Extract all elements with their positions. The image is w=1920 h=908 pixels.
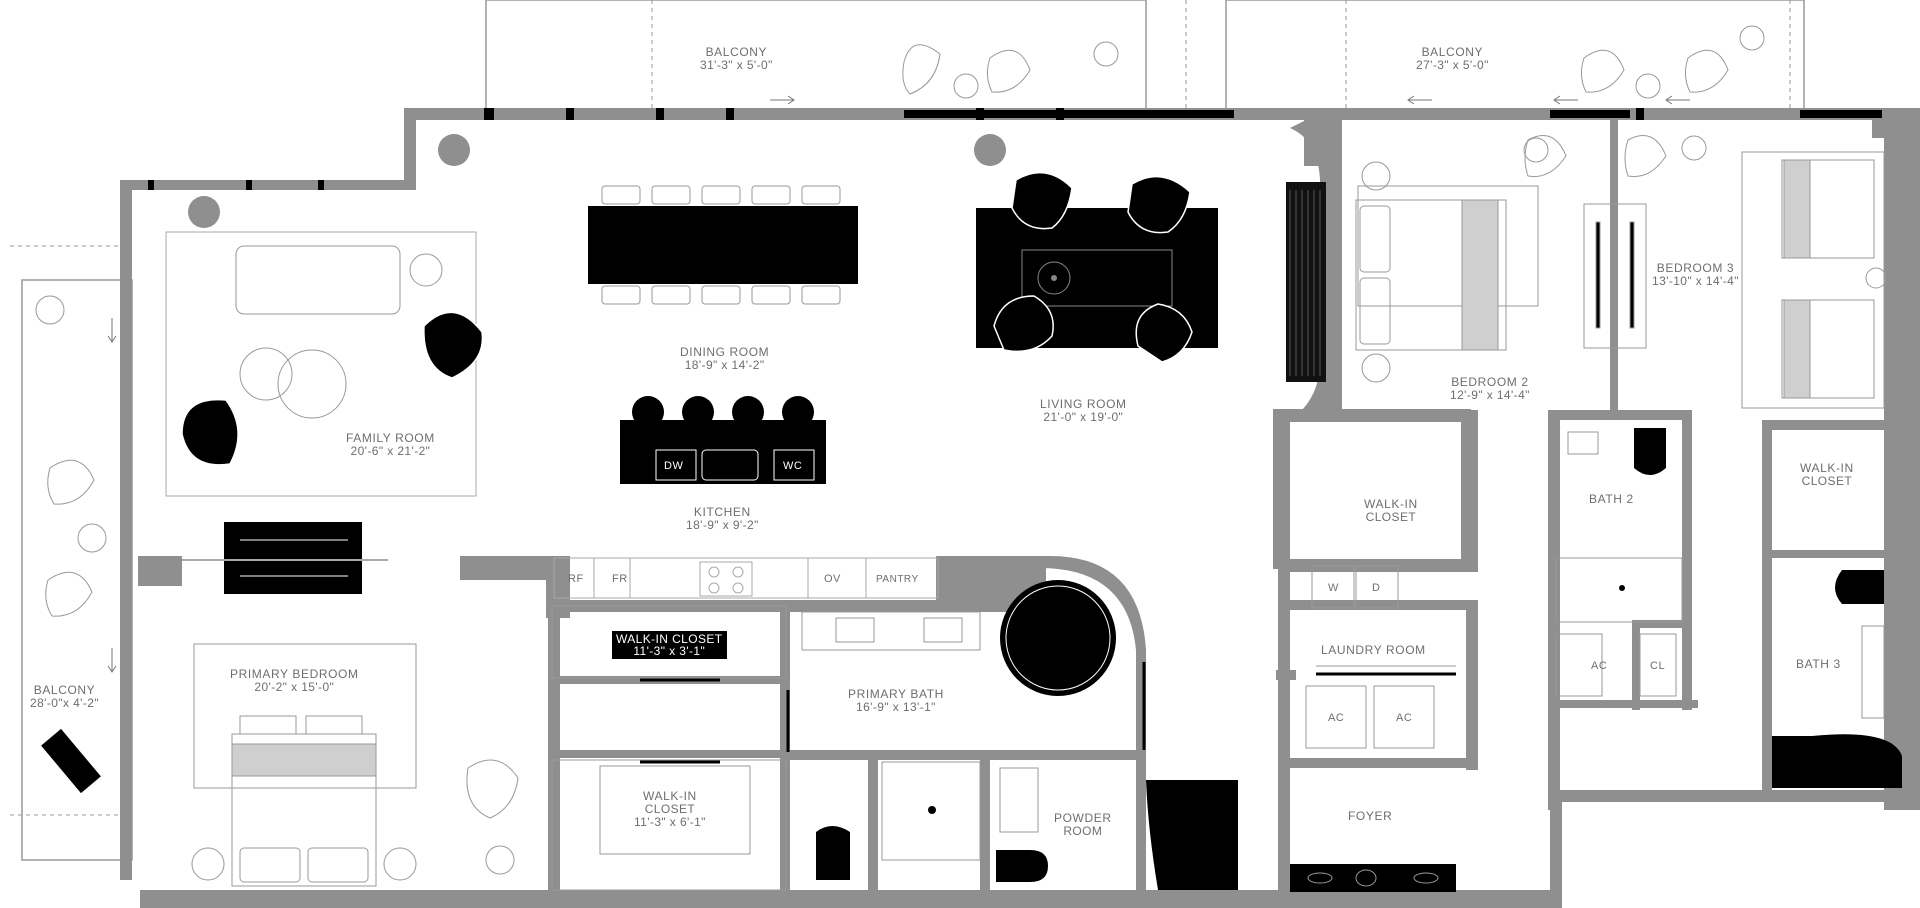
primary-bath-label: PRIMARY BATH 16'-9" x 13'-1" [848, 688, 944, 714]
refrigerator-label: RF [568, 573, 584, 585]
bath3-label: BATH 3 [1796, 658, 1841, 671]
bedroom2-furniture [1355, 161, 1647, 383]
room-name: LAUNDRY ROOM [1321, 643, 1426, 657]
dining-room-label: DINING ROOM 18'-9" x 14'-2" [680, 346, 769, 372]
room-name: PRIMARY BATH [848, 687, 944, 701]
washer-label: W [1328, 582, 1339, 594]
foyer-label: FOYER [1348, 810, 1392, 823]
kitchen-island [620, 396, 826, 484]
powder-room-label: POWDER ROOM [1054, 812, 1112, 838]
walkin-closet-center-label: WALK-IN CLOSET [1364, 498, 1418, 524]
room-name: BEDROOM 3 [1656, 261, 1735, 275]
balcony-top-right-label: BALCONY 27'-3" x 5'-0" [1416, 46, 1489, 72]
walkin-closet-center [1273, 409, 1471, 749]
dining-furniture [588, 185, 858, 305]
room-name: PRIMARY BEDROOM [230, 667, 359, 681]
balcony-top-left-label: BALCONY 31'-3" x 5'-0" [700, 46, 773, 72]
family-room-furniture [165, 231, 484, 594]
room-dim: 18'-9" x 9'-2" [686, 518, 759, 532]
room-name: POWDER [1054, 811, 1112, 825]
balcony-left-label: BALCONY 28'-0"x 4'-2" [30, 684, 99, 710]
laundry-room-label: LAUNDRY ROOM [1321, 644, 1426, 657]
room-name-line2: ROOM [1063, 824, 1103, 838]
room-name: BEDROOM 2 [1451, 375, 1529, 389]
room-name: WALK-IN CLOSET [616, 632, 723, 646]
room-name: BATH 2 [1589, 492, 1634, 506]
balcony-lounger [41, 728, 101, 794]
room-name: FOYER [1348, 809, 1393, 823]
powder-room-fixtures [996, 767, 1048, 882]
ac-label: AC [1591, 660, 1608, 672]
room-name: BALCONY [33, 683, 96, 697]
room-dim: 31'-3" x 5'-0" [700, 58, 773, 72]
room-name-line2: CLOSET [1801, 474, 1853, 488]
room-dim: 20'-2" x 15'-0" [254, 680, 335, 694]
foyer-furniture [1146, 780, 1456, 892]
primary-bedroom-label: PRIMARY BEDROOM 20'-2" x 15'-0" [230, 668, 359, 694]
door-arrows [107, 95, 1690, 673]
freezer-label: FR [612, 573, 628, 585]
dishwasher-label: DW [664, 460, 684, 472]
walkin-closet-right-label: WALK-IN CLOSET [1800, 462, 1854, 488]
living-room-furniture [188, 134, 1326, 382]
kitchen-label: KITCHEN 18'-9" x 9'-2" [686, 506, 759, 532]
bath3-fixtures [1772, 570, 1902, 788]
room-name: BATH 3 [1796, 657, 1841, 671]
wine-cooler-label: WC [783, 460, 803, 472]
room-name-line2: CLOSET [1365, 510, 1417, 524]
kitchen-counter [553, 557, 939, 599]
room-name: WALK-IN [643, 789, 697, 803]
bedroom3-furniture [1741, 151, 1887, 409]
bedroom2-label: BEDROOM 2 12'-9" x 14'-4" [1450, 376, 1530, 402]
room-dim: 12'-9" x 14'-4" [1450, 388, 1530, 402]
room-name: WALK-IN [1364, 497, 1418, 511]
room-dim: 11'-3" x 3'-1" [633, 644, 706, 658]
room-name: BALCONY [705, 45, 768, 59]
room-dim: 27'-3" x 5'-0" [1416, 58, 1489, 72]
primary-closets [551, 605, 790, 891]
oven-label: OV [824, 573, 841, 585]
primary-bedroom-furniture [191, 643, 519, 887]
window-bars [148, 108, 1882, 190]
dryer-label: D [1372, 582, 1381, 594]
room-dim: 16'-9" x 13'-1" [856, 700, 936, 714]
room-name-line2: CLOSET [644, 802, 696, 816]
ac-label: AC [1396, 712, 1413, 724]
room-name: BALCONY [1421, 45, 1484, 59]
curved-wall-living [1290, 120, 1342, 420]
room-dim: 20'-6" x 21'-2" [350, 444, 431, 458]
balcony-outlines [10, 0, 1805, 861]
room-dim: 18'-9" x 14'-2" [684, 358, 765, 372]
primary-bath-fixtures [801, 580, 1146, 880]
pantry-label: PANTRY [876, 574, 919, 585]
room-dim: 13'-10" x 14'-4" [1652, 274, 1739, 288]
family-room-label: FAMILY ROOM 20'-6" x 21'-2" [346, 432, 435, 458]
bedroom3-label: BEDROOM 3 13'-10" x 14'-4" [1652, 262, 1739, 288]
room-name: KITCHEN [693, 505, 751, 519]
room-dim: 11'-3" x 6'-1" [634, 815, 706, 829]
ac-label: AC [1328, 712, 1345, 724]
room-name: WALK-IN [1800, 461, 1854, 475]
room-dim: 21'-0" x 19'-0" [1043, 410, 1124, 424]
closet-label: CL [1650, 660, 1666, 672]
walkin-closet-primary-bottom-label: WALK-IN CLOSET 11'-3" x 6'-1" [634, 790, 706, 829]
room-name: FAMILY ROOM [346, 431, 435, 445]
room-name: DINING ROOM [680, 345, 770, 359]
bath2-fixtures [1555, 428, 1683, 697]
balcony-furniture [35, 25, 1765, 617]
walkin-closet-primary-top-label: WALK-IN CLOSET 11'-3" x 3'-1" [612, 631, 727, 659]
bath2-label: BATH 2 [1589, 493, 1634, 506]
living-room-label: LIVING ROOM 21'-0" x 19'-0" [1040, 398, 1127, 424]
room-dim: 28'-0"x 4'-2" [30, 696, 99, 710]
room-name: LIVING ROOM [1040, 397, 1127, 411]
